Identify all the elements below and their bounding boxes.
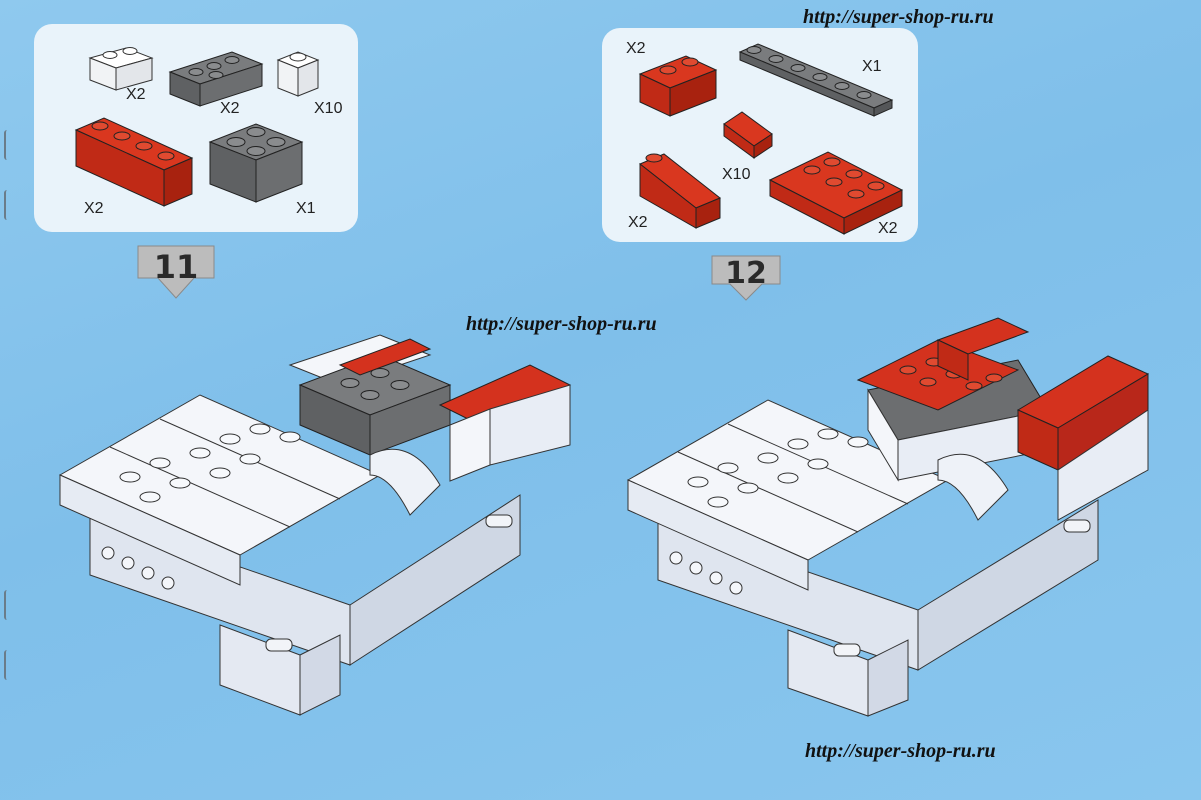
step-number-label: 11 xyxy=(153,248,199,286)
qty-label: X2 xyxy=(126,86,146,103)
step-number-11: 11 xyxy=(130,244,222,300)
brick-red-1x2 xyxy=(638,55,718,117)
step-number-label: 12 xyxy=(725,256,767,291)
brick-red-plate xyxy=(768,151,904,235)
brick-white-1x1 xyxy=(276,51,320,97)
step-number-12: 12 xyxy=(704,254,788,302)
brick-gray-2x2 xyxy=(208,123,304,203)
binder-staple xyxy=(4,130,12,160)
brick-red-slope-large xyxy=(639,153,721,229)
brick-gray-plate-long xyxy=(738,43,894,117)
qty-label: X1 xyxy=(296,200,316,217)
watermark-bottom[interactable]: http://super-shop-ru.ru xyxy=(805,740,996,762)
down-arrow-icon xyxy=(137,245,215,299)
binder-staple xyxy=(4,590,12,620)
brick-red-2x4 xyxy=(74,117,194,207)
car-model-step-11 xyxy=(58,334,572,716)
binder-staple xyxy=(4,190,12,220)
car-model-step-12 xyxy=(626,317,1150,717)
qty-label: X10 xyxy=(314,100,343,117)
parts-panel-step-11: X2 X2 X10 X2 X1 xyxy=(34,24,358,232)
qty-label: X2 xyxy=(220,100,240,117)
qty-label: X2 xyxy=(878,220,898,237)
qty-label: X2 xyxy=(84,200,104,217)
binder-staple xyxy=(4,650,12,680)
brick-white-1x2 xyxy=(88,47,154,91)
brick-gray-plate xyxy=(168,51,264,107)
watermark-top[interactable]: http://super-shop-ru.ru xyxy=(803,6,994,28)
down-arrow-icon xyxy=(711,255,781,301)
brick-red-slope-small xyxy=(723,111,773,159)
qty-label: X10 xyxy=(722,166,751,183)
parts-panel-step-12: X2 X1 X10 X2 xyxy=(602,28,918,242)
qty-label: X2 xyxy=(628,214,648,231)
qty-label: X1 xyxy=(862,58,882,75)
qty-label: X2 xyxy=(626,40,646,57)
watermark-middle[interactable]: http://super-shop-ru.ru xyxy=(466,313,657,335)
